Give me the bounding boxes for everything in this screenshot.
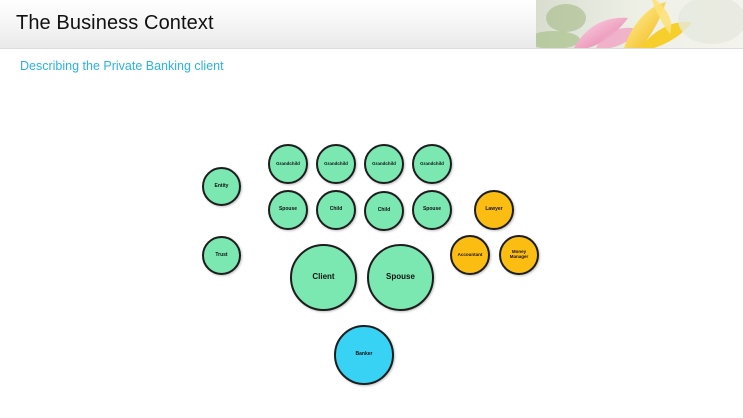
title-bar: The Business Context: [0, 0, 743, 49]
money-manager-node: Money Manager: [499, 235, 539, 275]
accountant-node: Accountant: [450, 235, 490, 275]
client-node: Client: [290, 244, 357, 311]
spouse-node-main: Spouse: [367, 244, 434, 311]
spouse-node-right: Spouse: [412, 190, 452, 230]
banker-node: Banker: [334, 325, 394, 385]
flower-photo-icon: [536, 0, 743, 48]
subtitle: Describing the Private Banking client: [20, 59, 224, 73]
grandchild-node-4: Grandchild: [412, 144, 452, 184]
child-node-2: Child: [364, 191, 404, 231]
page-title: The Business Context: [16, 12, 214, 34]
child-node-1: Child: [316, 190, 356, 230]
grandchild-node-2: Grandchild: [316, 144, 356, 184]
grandchild-node-1: Grandchild: [268, 144, 308, 184]
entity-node: Entity: [202, 167, 241, 206]
trust-node: Trust: [202, 236, 241, 275]
spouse-node-left: Spouse: [268, 190, 308, 230]
lawyer-node: Lawyer: [474, 190, 514, 230]
grandchild-node-3: Grandchild: [364, 144, 404, 184]
